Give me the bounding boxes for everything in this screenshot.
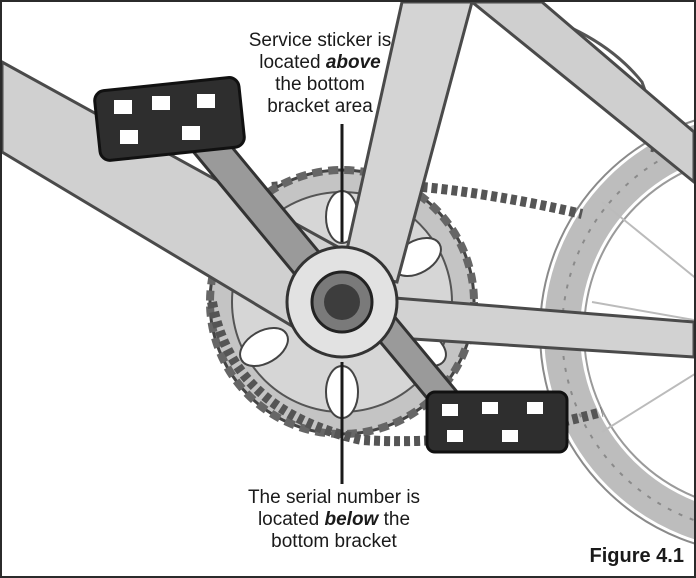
chain-lower [207, 301, 604, 447]
callout-line: The serial number is [247, 487, 421, 508]
callout-line: Service sticker is [248, 30, 392, 51]
pedal-upper [93, 76, 246, 162]
serial-number-callout: The serial number is located below the b… [224, 487, 444, 553]
callout-text: the [378, 509, 411, 530]
callout-line: located below the [224, 509, 444, 531]
callout-emphasis: above [325, 52, 381, 73]
service-sticker-callout: Service sticker is located above the bot… [220, 30, 420, 118]
callout-line: bottom bracket [271, 531, 397, 552]
callout-text: located [257, 509, 325, 530]
seat-tube [340, 2, 474, 284]
callout-line: located above [220, 52, 420, 74]
callout-text: located [259, 52, 326, 73]
figure-label: Figure 4.1 [589, 545, 684, 567]
top-tube [469, 2, 694, 184]
callout-line: bracket area [267, 96, 373, 117]
pedal-lower [425, 390, 569, 454]
callout-line: the bottom [275, 74, 365, 95]
bottom-bracket [285, 245, 399, 359]
callout-emphasis: below [324, 509, 379, 530]
